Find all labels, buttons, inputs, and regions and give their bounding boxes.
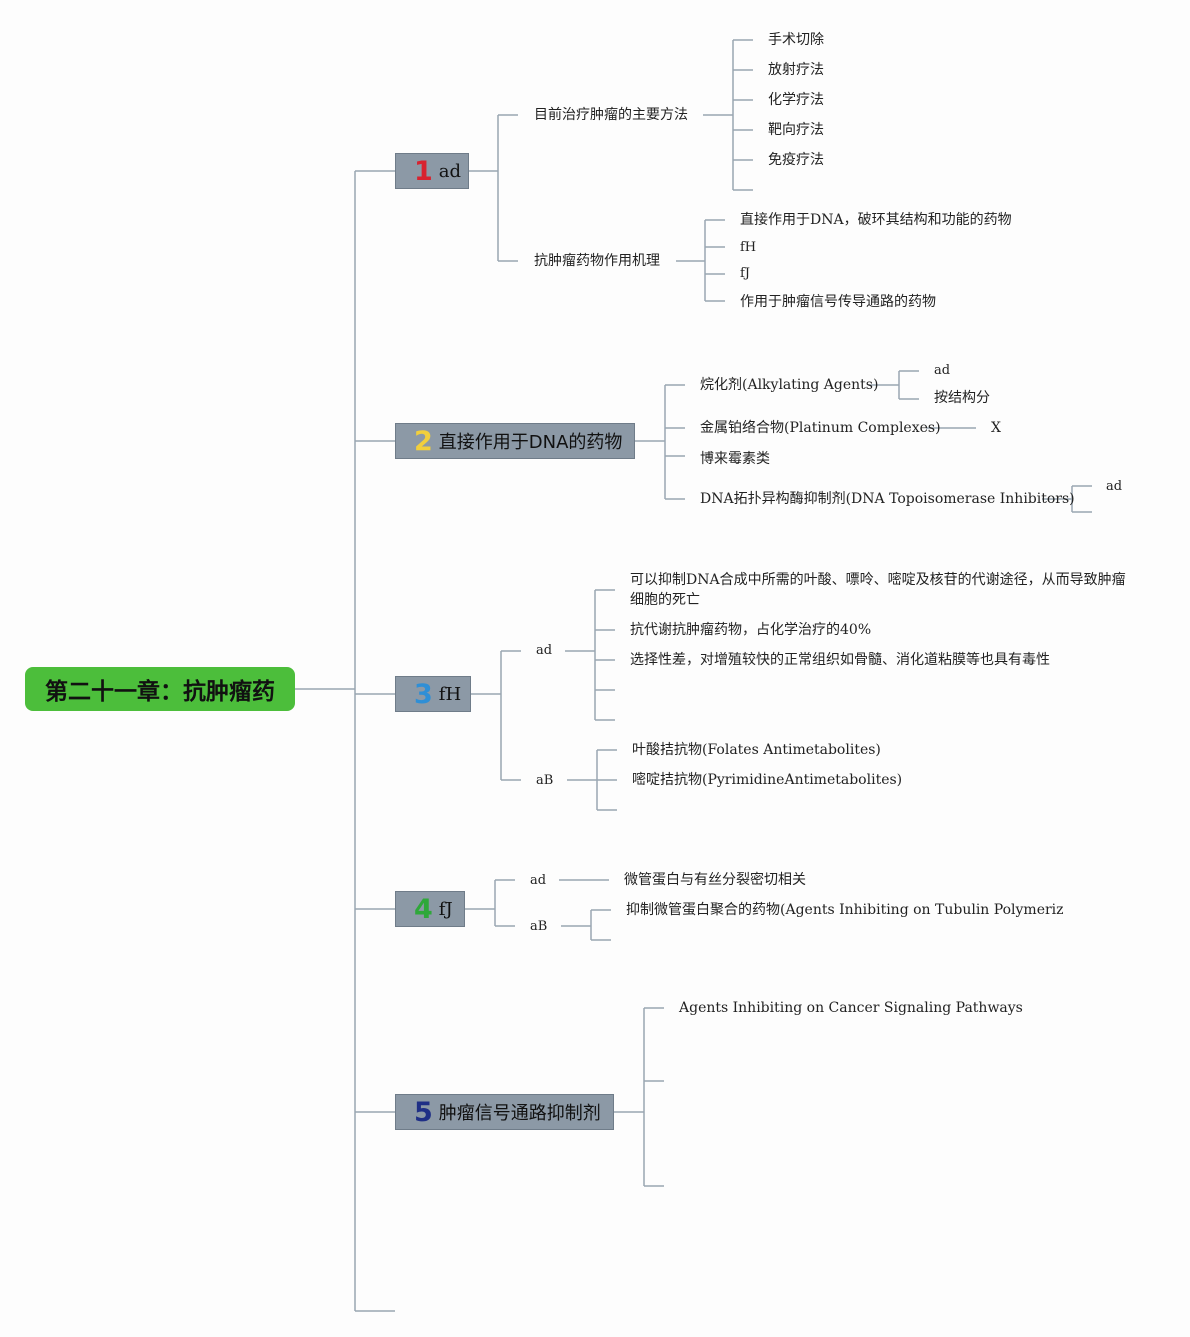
topoisomerase-child[interactable]: ad (1106, 479, 1123, 494)
ab-child[interactable]: 抑制微管蛋白聚合的药物(Agents Inhibiting on Tubulin… (626, 902, 1064, 918)
topic-number: 2 (414, 425, 433, 457)
topic-label: 直接作用于DNA的药物 (438, 432, 623, 453)
topic-3[interactable]: 3 fH (395, 676, 471, 712)
alkylating-child[interactable]: 按结构分 (934, 390, 990, 406)
subtopic-main-methods[interactable]: 目前治疗肿瘤的主要方法 (534, 107, 688, 123)
subtopic-bleomycin[interactable]: 博来霉素类 (700, 451, 770, 467)
ad-child[interactable]: 微管蛋白与有丝分裂密切相关 (624, 872, 806, 888)
subtopic-ad[interactable]: ad (536, 643, 553, 658)
ab-child[interactable]: 叶酸拮抗物(Folates Antimetabolites) (632, 742, 881, 758)
topic-4[interactable]: 4 fJ (395, 891, 465, 927)
subtopic-mechanism[interactable]: 抗肿瘤药物作用机理 (534, 253, 660, 269)
method-item[interactable]: 免疫疗法 (768, 152, 824, 168)
method-item[interactable]: 化学疗法 (768, 92, 824, 108)
topic-number: 3 (414, 678, 433, 710)
method-item[interactable]: 放射疗法 (768, 62, 824, 78)
topic-5[interactable]: 5 肿瘤信号通路抑制剂 (395, 1094, 614, 1130)
topic-label: fJ (438, 898, 453, 920)
topic-1[interactable]: 1 ad (395, 153, 469, 189)
alkylating-child[interactable]: ad (934, 363, 951, 378)
subtopic-ab[interactable]: aB (530, 919, 548, 934)
signaling-child[interactable]: Agents Inhibiting on Cancer Signaling Pa… (679, 1000, 1023, 1016)
method-item[interactable]: 手术切除 (768, 32, 824, 48)
mechanism-item[interactable]: fJ (740, 266, 751, 281)
topic-number: 1 (414, 155, 433, 187)
platinum-child[interactable]: X (991, 420, 1001, 436)
topic-number: 5 (414, 1096, 433, 1128)
mechanism-item[interactable]: 直接作用于DNA，破环其结构和功能的药物 (740, 212, 1012, 228)
ad-child[interactable]: 可以抑制DNA合成中所需的叶酸、嘌呤、嘧啶及核苷的代谢途径，从而导致肿瘤细胞的死… (630, 572, 1126, 608)
mechanism-item[interactable]: fH (740, 240, 757, 255)
subtopic-platinum[interactable]: 金属铂络合物(Platinum Complexes) (700, 420, 941, 436)
topic-label: 肿瘤信号通路抑制剂 (438, 1103, 601, 1124)
topic-2[interactable]: 2 直接作用于DNA的药物 (395, 423, 635, 459)
topic-label: ad (438, 160, 462, 182)
ab-child[interactable]: 嘧啶拮抗物(PyrimidineAntimetabolites) (632, 772, 903, 788)
method-item[interactable]: 靶向疗法 (768, 122, 824, 138)
root-topic[interactable]: 第二十一章：抗肿瘤药 (25, 667, 295, 711)
topic-number: 4 (414, 893, 433, 925)
ad-child[interactable]: 抗代谢抗肿瘤药物，占化学治疗的40% (630, 622, 872, 638)
ad-child[interactable]: 选择性差，对增殖较快的正常组织如骨髓、消化道粘膜等也具有毒性 (630, 652, 1050, 668)
subtopic-topoisomerase[interactable]: DNA拓扑异构酶抑制剂(DNA Topoisomerase Inhibitors… (700, 491, 1075, 507)
topic-label: fH (438, 683, 462, 705)
subtopic-ab[interactable]: aB (536, 773, 554, 788)
mechanism-item[interactable]: 作用于肿瘤信号传导通路的药物 (740, 294, 936, 310)
subtopic-ad[interactable]: ad (530, 873, 547, 888)
subtopic-alkylating[interactable]: 烷化剂(Alkylating Agents) (700, 377, 879, 393)
